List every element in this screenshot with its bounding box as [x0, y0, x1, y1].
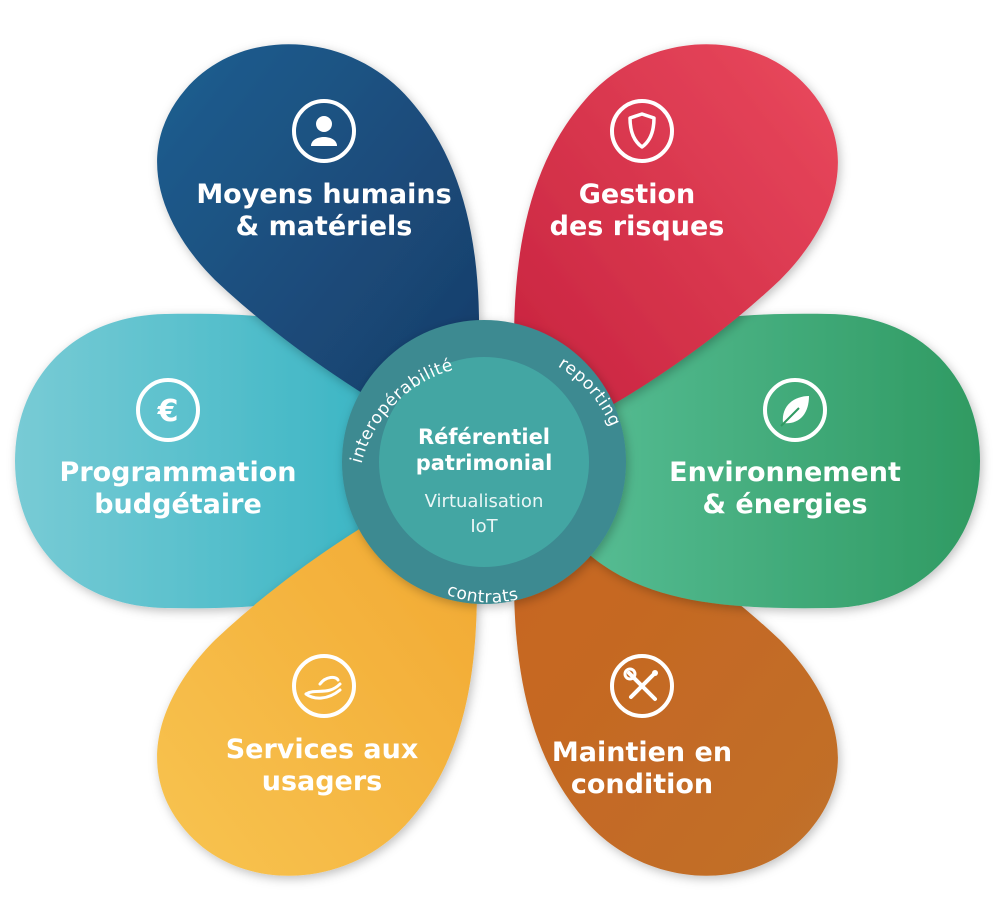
petal-moyens-line2: & matériels [236, 211, 413, 242]
petal-services-line2: usagers [262, 766, 383, 797]
hand-icon [292, 654, 356, 718]
shield-icon [610, 99, 674, 163]
center-sub-line2: IoT [470, 516, 498, 537]
petal-services-line1: Services aux [226, 734, 419, 765]
petal-maintien-line1: Maintien en [552, 737, 732, 768]
petal-moyens-line1: Moyens humains [196, 179, 451, 210]
svg-text:€: € [157, 394, 179, 429]
petal-risques[interactable] [513, 44, 838, 452]
petal-environnement-line2: & énergies [702, 489, 867, 520]
petal-maintien[interactable] [513, 470, 838, 876]
center-sub-line1: Virtualisation [425, 491, 544, 512]
euro-icon: € [136, 378, 200, 442]
petal-environnement-line1: Environnement [669, 457, 901, 488]
petal-risques-line1: Gestion [579, 179, 695, 210]
center-inner-disc [379, 357, 589, 567]
petal-maintien-line2: condition [571, 769, 713, 800]
center-title-line2: patrimonial [416, 451, 553, 475]
petal-programmation-line1: Programmation [60, 457, 297, 488]
tools-icon [610, 654, 674, 718]
petal-risques-line2: des risques [550, 211, 725, 242]
center-title-line1: Référentiel [418, 425, 550, 449]
petal-environnement[interactable] [530, 313, 980, 609]
petal-programmation-line2: budgétaire [94, 489, 262, 520]
leaf-icon [763, 378, 827, 442]
person-icon [292, 99, 356, 163]
